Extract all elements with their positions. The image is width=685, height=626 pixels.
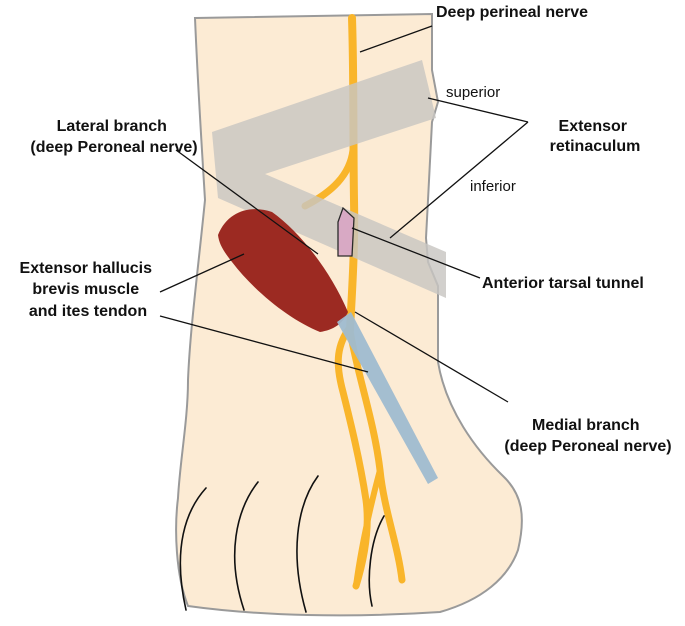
leader-ehb-muscle xyxy=(159,253,245,293)
anterior-tarsal-tunnel xyxy=(337,206,355,257)
label-lateral-branch: Lateral branch (deep Peroneal nerve) xyxy=(30,118,197,156)
ehb-muscle xyxy=(218,209,348,332)
leader-lines xyxy=(159,25,529,403)
toe-crease-2 xyxy=(233,481,259,611)
toe-crease-4 xyxy=(368,515,385,607)
label-lateral-branch-line1: Lateral branch xyxy=(57,118,167,135)
label-superior: superior xyxy=(446,84,500,101)
leader-lateral-branch xyxy=(175,149,319,255)
label-deep-perineal-nerve: Deep perineal nerve xyxy=(436,4,588,21)
label-ehb-muscle: Extensor hallucis brevis muscle and ites… xyxy=(20,260,157,320)
label-ehb-muscle-line2: brevis muscle xyxy=(32,281,139,298)
deep-peroneal-nerve-trunk xyxy=(346,14,359,334)
ehb-tendon xyxy=(337,312,438,484)
label-anterior-tarsal-tunnel: Anterior tarsal tunnel xyxy=(482,275,644,292)
toe-crease-3 xyxy=(296,475,319,613)
leader-deep-perineal xyxy=(359,25,433,53)
label-extensor-retinaculum-line1: Extensor xyxy=(559,118,627,135)
label-extensor-retinaculum: Extensor retinaculum xyxy=(550,118,641,155)
leader-medial-branch xyxy=(354,311,509,403)
label-medial-branch-line1: Medial branch xyxy=(532,417,640,434)
label-ehb-muscle-line1: Extensor hallucis xyxy=(20,260,153,277)
label-ehb-muscle-line3: and ites tendon xyxy=(29,303,147,320)
toe-creases xyxy=(179,475,385,613)
label-medial-branch-line2: (deep Peroneal nerve) xyxy=(504,438,671,455)
leader-retinaculum-superior xyxy=(427,97,529,123)
label-inferior: inferior xyxy=(470,178,516,195)
label-extensor-retinaculum-line2: retinaculum xyxy=(550,138,641,155)
leader-retinaculum-inferior xyxy=(389,121,529,239)
leader-tarsal-tunnel xyxy=(351,227,481,279)
extensor-retinaculum xyxy=(212,60,446,298)
leader-ehb-tendon xyxy=(159,315,369,373)
label-medial-branch: Medial branch (deep Peroneal nerve) xyxy=(504,417,671,455)
label-lateral-branch-line2: (deep Peroneal nerve) xyxy=(30,139,197,156)
crossing-nerve-branch xyxy=(353,467,383,589)
toe-crease-1 xyxy=(179,487,207,611)
